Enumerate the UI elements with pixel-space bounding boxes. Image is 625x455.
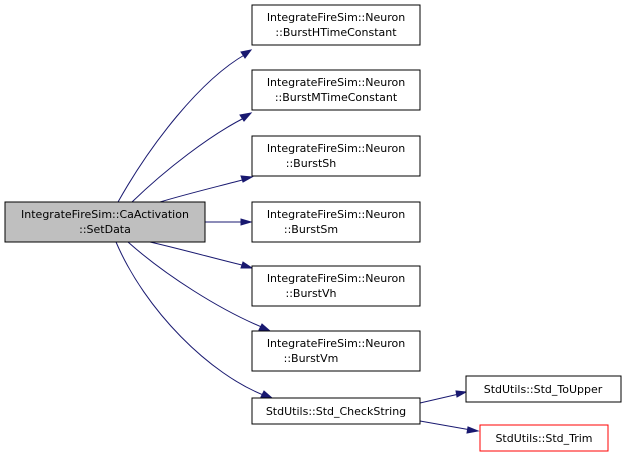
arrow-burstvm [258,323,272,332]
node-checkstring-label: StdUtils::Std_CheckString [266,405,406,418]
node-burstsm[interactable]: IntegrateFireSim::Neuron ::BurstSm [251,201,421,243]
edge-setdata-burstvm [127,241,265,329]
node-burstmtimeconstant[interactable]: IntegrateFireSim::Neuron ::BurstMTimeCon… [251,69,421,111]
edge-checkstring-trim [419,420,472,431]
node-burstvm-line1: IntegrateFireSim::Neuron [267,337,405,350]
node-burstvh-line2: ::BurstVh [286,287,337,300]
edge-setdata-checkstring [115,241,267,397]
edge-setdata-bursthtimeconstant [117,53,247,203]
node-burstsh-line2: ::BurstSh [286,157,336,170]
arrow-burstmtimeconstant [239,112,253,122]
node-burstvh[interactable]: IntegrateFireSim::Neuron ::BurstVh [251,265,421,307]
edges [115,49,480,434]
edge-setdata-burstmtimeconstant [131,116,247,203]
arrow-burstsh [240,175,254,183]
node-toupper[interactable]: StdUtils::Std_ToUpper [465,375,622,403]
node-checkstring[interactable]: StdUtils::Std_CheckString [251,397,421,425]
arrow-burstvh [240,261,254,269]
node-burstsh-line1: IntegrateFireSim::Neuron [267,142,405,155]
edge-setdata-burstsh [159,178,247,203]
node-toupper-label: StdUtils::Std_ToUpper [484,383,603,396]
node-setdata-line2: ::SetData [79,223,131,236]
arrow-checkstring [260,390,274,399]
node-bursthtimeconstant-line1: IntegrateFireSim::Neuron [267,11,405,24]
arrow-burstsm [240,218,253,226]
edge-checkstring-toupper [419,393,460,404]
node-burstmtimeconstant-line1: IntegrateFireSim::Neuron [267,76,405,89]
node-burstsm-line2: ::BurstSm [284,223,338,236]
node-bursthtimeconstant[interactable]: IntegrateFireSim::Neuron ::BurstHTimeCon… [251,4,421,46]
node-setdata-line1: IntegrateFireSim::CaActivation [21,208,189,221]
node-trim-label: StdUtils::Std_Trim [495,432,592,445]
node-burstvh-line1: IntegrateFireSim::Neuron [267,272,405,285]
arrow-bursthtimeconstant [240,49,253,59]
node-burstsh[interactable]: IntegrateFireSim::Neuron ::BurstSh [251,135,421,177]
node-burstmtimeconstant-line2: ::BurstMTimeConstant [275,91,398,104]
node-burstvm-line2: ::BurstVm [284,352,339,365]
node-trim[interactable]: StdUtils::Std_Trim [479,424,609,452]
arrow-trim [466,426,480,434]
edge-setdata-burstvh [149,241,247,267]
node-burstvm[interactable]: IntegrateFireSim::Neuron ::BurstVm [251,330,421,372]
node-setdata[interactable]: IntegrateFireSim::CaActivation ::SetData [4,201,206,243]
node-burstsm-line1: IntegrateFireSim::Neuron [267,208,405,221]
arrow-toupper [455,390,468,398]
node-bursthtimeconstant-line2: ::BurstHTimeConstant [275,26,397,39]
